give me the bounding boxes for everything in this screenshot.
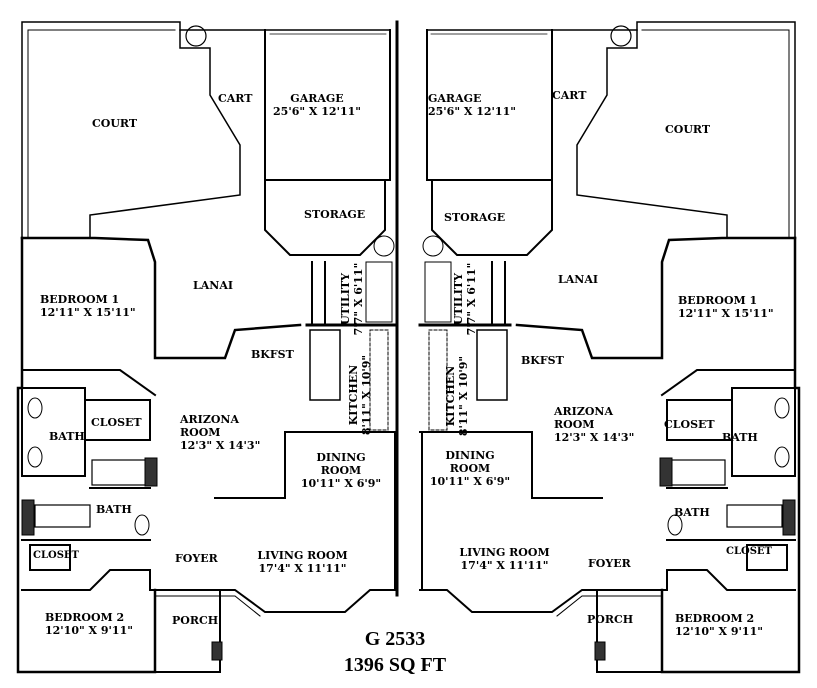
right-storage-label: STORAGE	[444, 211, 506, 224]
right-unit-walls	[418, 21, 801, 674]
left-garage-dim: 25'6" X 12'11"	[273, 105, 361, 118]
right-arizona-label: ARIZONA ROOM 12'3" X 14'3"	[554, 405, 634, 444]
left-living-dim: 17'4" X 11'11"	[258, 562, 347, 575]
left-dining-dim: 10'11" X 6'9"	[300, 477, 382, 490]
left-bath2-label: BATH	[96, 503, 132, 516]
right-bedroom1-dim: 12'11" X 15'11"	[678, 307, 774, 320]
left-bkfst-label: BKFST	[251, 348, 294, 361]
left-dining-name2: ROOM	[320, 464, 362, 477]
right-bkfst-label: BKFST	[521, 354, 564, 367]
left-bath1-label: BATH	[49, 430, 85, 443]
plan-area: 1396 SQ FT	[343, 654, 447, 676]
left-garage-name: GARAGE	[290, 92, 344, 105]
right-kitchen-dim: 8'11" X 10'9"	[457, 355, 470, 437]
left-arizona-name: ARIZONA	[180, 413, 240, 426]
right-dining-name: DINING	[445, 449, 495, 462]
right-arizona-name2: ROOM	[554, 418, 595, 431]
left-bedroom1-label: BEDROOM 1 12'11" X 15'11"	[40, 293, 136, 319]
right-closet1-label: CLOSET	[664, 418, 715, 431]
right-garage-dim: 25'6" X 12'11"	[428, 105, 516, 118]
left-closet1-label: CLOSET	[91, 416, 142, 429]
left-lanai-label: LANAI	[193, 279, 234, 292]
left-arizona-name2: ROOM	[180, 426, 221, 439]
right-kitchen-label: KITCHEN 8'11" X 10'9"	[444, 355, 470, 437]
left-arizona-dim: 12'3" X 14'3"	[180, 439, 261, 452]
right-living-label: LIVING ROOM 17'4" X 11'11"	[457, 546, 552, 572]
right-garage-name: GARAGE	[428, 92, 482, 105]
left-porch-label: PORCH	[172, 614, 219, 627]
right-bath1-label: BATH	[722, 431, 758, 444]
right-utility-dim: 7'7" X 6'11"	[465, 262, 478, 336]
left-cart-label: CART	[218, 92, 253, 105]
plan-title-block: G 2533 1396 SQ FT	[330, 626, 460, 678]
left-closet2-label: CLOSET	[33, 550, 79, 561]
left-living-label: LIVING ROOM 17'4" X 11'11"	[255, 549, 350, 575]
right-kitchen-name: KITCHEN	[444, 365, 457, 427]
left-arizona-label: ARIZONA ROOM 12'3" X 14'3"	[180, 413, 260, 452]
left-kitchen-dim: 8'11" X 10'9"	[360, 354, 373, 436]
left-dining-name: DINING	[316, 451, 366, 464]
right-arizona-dim: 12'3" X 14'3"	[554, 431, 635, 444]
right-living-dim: 17'4" X 11'11"	[460, 559, 549, 572]
plan-id: G 2533	[364, 628, 426, 650]
right-bedroom1-name: BEDROOM 1	[678, 294, 758, 307]
right-dining-dim: 10'11" X 6'9"	[429, 475, 511, 488]
right-living-name: LIVING ROOM	[459, 546, 550, 559]
left-bedroom2-dim: 12'10" X 9'11"	[45, 624, 133, 637]
left-bedroom1-name: BEDROOM 1	[40, 293, 120, 306]
right-court-label: COURT	[665, 123, 711, 136]
right-bath2-label: BATH	[674, 506, 710, 519]
right-dining-name2: ROOM	[449, 462, 491, 475]
right-garage-label: GARAGE 25'6" X 12'11"	[428, 92, 518, 118]
left-living-name: LIVING ROOM	[257, 549, 348, 562]
left-court-label: COURT	[92, 117, 138, 130]
right-dining-label: DINING ROOM 10'11" X 6'9"	[425, 449, 515, 488]
left-garage-label: GARAGE 25'6" X 12'11"	[262, 92, 372, 118]
left-kitchen-name: KITCHEN	[347, 364, 360, 426]
left-bedroom2-label: BEDROOM 2 12'10" X 9'11"	[45, 611, 133, 637]
left-dining-label: DINING ROOM 10'11" X 6'9"	[296, 451, 386, 490]
right-closet2-label: CLOSET	[726, 546, 772, 557]
right-bedroom1-label: BEDROOM 1 12'11" X 15'11"	[678, 294, 774, 320]
right-foyer-label: FOYER	[588, 557, 631, 570]
right-bedroom2-name: BEDROOM 2	[675, 612, 755, 625]
left-utility-label: UTILITY 7'7" X 6'11"	[339, 259, 365, 339]
left-kitchen-label: KITCHEN 8'11" X 10'9"	[347, 354, 373, 436]
right-bedroom2-dim: 12'10" X 9'11"	[675, 625, 763, 638]
left-bedroom2-name: BEDROOM 2	[45, 611, 125, 624]
right-porch-label: PORCH	[587, 613, 634, 626]
right-utility-name: UTILITY	[452, 273, 465, 325]
right-lanai-label: LANAI	[558, 273, 599, 286]
right-arizona-name: ARIZONA	[554, 405, 614, 418]
left-foyer-label: FOYER	[175, 552, 218, 565]
left-unit-walls	[16, 20, 399, 674]
right-bedroom2-label: BEDROOM 2 12'10" X 9'11"	[675, 612, 763, 638]
left-storage-label: STORAGE	[304, 208, 366, 221]
left-utility-name: UTILITY	[339, 273, 352, 325]
left-utility-dim: 7'7" X 6'11"	[352, 262, 365, 336]
left-bedroom1-dim: 12'11" X 15'11"	[40, 306, 136, 319]
right-utility-label: UTILITY 7'7" X 6'11"	[452, 259, 478, 339]
right-cart-label: CART	[552, 89, 587, 102]
